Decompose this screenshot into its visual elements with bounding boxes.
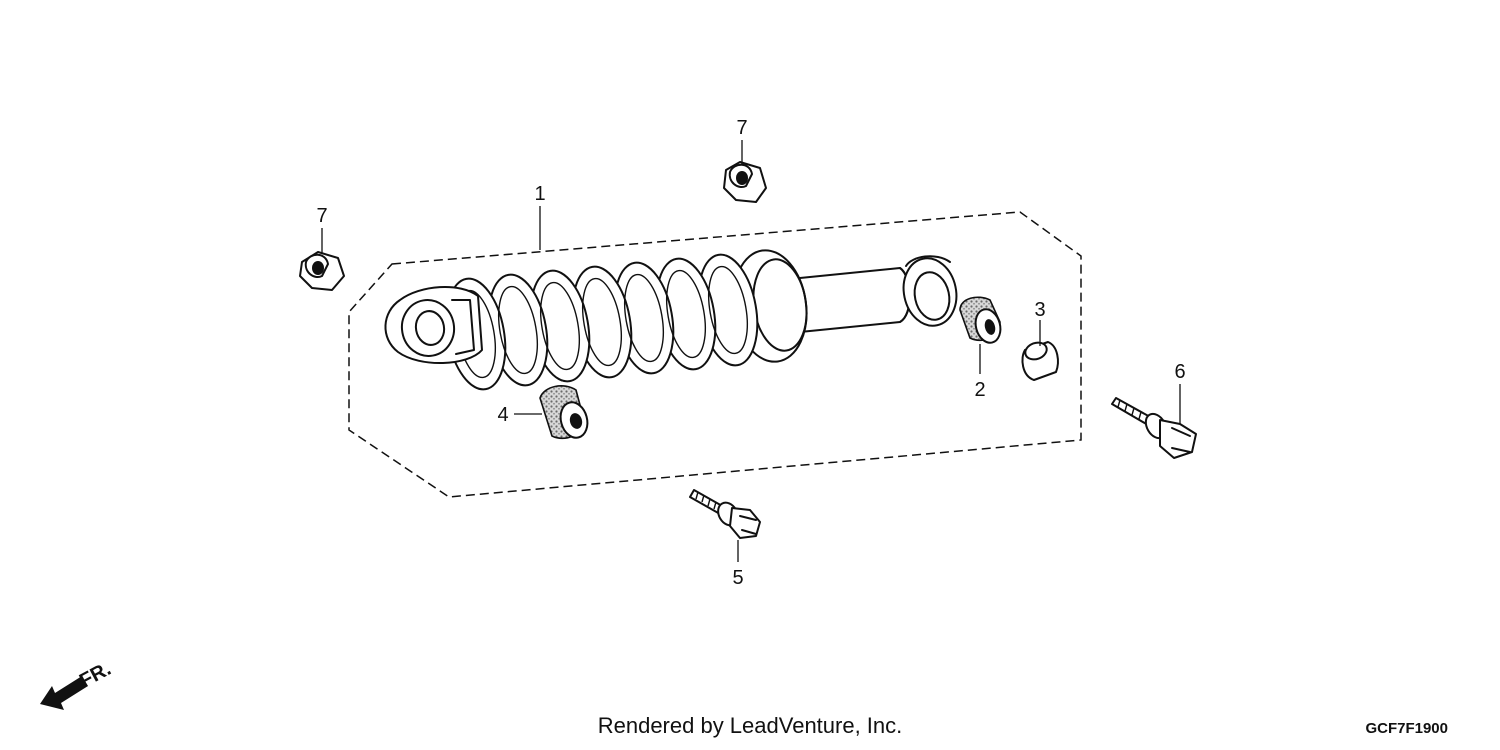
callout-5: 5 [732, 567, 743, 589]
nut-top[interactable] [723, 161, 767, 203]
callout-6: 6 [1174, 361, 1185, 383]
bolt-upper[interactable] [1111, 397, 1197, 459]
leader-lines [321, 140, 1181, 562]
upper-mount-eye [902, 255, 958, 327]
shock-absorber[interactable] [384, 246, 962, 394]
bushing-upper[interactable] [959, 296, 1004, 345]
callout-3: 3 [1034, 299, 1045, 321]
collar[interactable] [1021, 340, 1059, 381]
callout-7-top: 7 [736, 117, 747, 139]
lower-mount-eye [384, 286, 483, 364]
diagram-code: GCF7F1900 [1365, 720, 1448, 737]
assembly-boundary [348, 211, 1082, 498]
callout-4: 4 [497, 404, 508, 426]
bolt-lower[interactable] [689, 489, 761, 539]
bushing-lower[interactable] [539, 385, 591, 441]
callout-1: 1 [534, 183, 545, 205]
callout-2: 2 [974, 379, 985, 401]
render-credit: Rendered by LeadVenture, Inc. [598, 713, 903, 738]
front-direction-arrow: FR. [40, 658, 115, 710]
callout-7-left: 7 [316, 205, 327, 227]
nut-left[interactable] [299, 251, 345, 291]
coil-spring [445, 253, 759, 391]
